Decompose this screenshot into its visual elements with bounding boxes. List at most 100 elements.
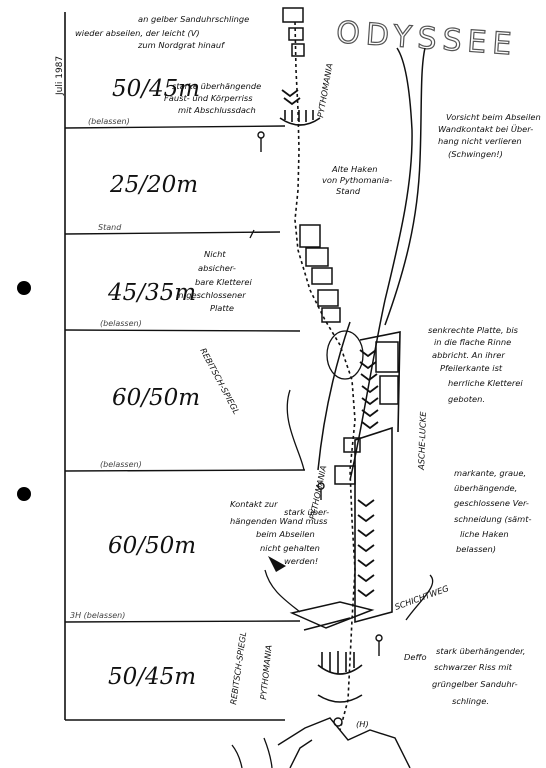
belay-label: (belassen) bbox=[100, 460, 142, 469]
gully-edge bbox=[384, 47, 413, 301]
anchor-icon bbox=[375, 634, 383, 642]
chevron-icon bbox=[361, 421, 379, 430]
anchor-icon bbox=[257, 131, 265, 139]
chevron-icon bbox=[357, 544, 375, 553]
note-line: überhängende, bbox=[454, 483, 517, 493]
note-line: stark überhängender, bbox=[436, 646, 525, 656]
chevron-icon bbox=[357, 529, 375, 538]
crack-features-note: markante, graue, überhängende, geschloss… bbox=[454, 468, 531, 554]
overhang-icon bbox=[317, 694, 363, 703]
note-line: Wandkontakt bei Über- bbox=[438, 124, 533, 134]
note-line: schlinge. bbox=[452, 696, 489, 706]
chevron-icon bbox=[360, 373, 378, 382]
note-line: (Schwingen!) bbox=[448, 149, 503, 159]
note-line: Stand bbox=[336, 186, 361, 196]
chevron-icon bbox=[357, 499, 375, 508]
ridge-line bbox=[317, 321, 351, 471]
old-pegs-note: Alte Haken von Pythomania- Stand bbox=[322, 164, 392, 196]
binder-hole-bottom bbox=[17, 487, 31, 501]
note-line: hängenden Wand muss bbox=[230, 516, 328, 526]
note-line: beim Abseilen bbox=[256, 529, 315, 539]
note-line: in geschlossener bbox=[176, 290, 246, 300]
pitch-grade: 25/20m bbox=[109, 172, 198, 198]
note-line: markante, graue, bbox=[454, 468, 526, 478]
arrowhead-icon bbox=[268, 556, 286, 572]
topo-date: Juli 1987 bbox=[55, 56, 65, 96]
chevron-icon bbox=[281, 89, 299, 98]
overhang-icon bbox=[321, 651, 355, 673]
route-label-schichtweg: SCHICHTWEG bbox=[393, 583, 450, 612]
pitch-grade: 45/35m bbox=[107, 280, 196, 306]
note-line: bare Kletterei bbox=[195, 277, 252, 287]
overhang-icon bbox=[279, 117, 321, 126]
route-label-pythomania: PYTHOMANIA bbox=[315, 62, 334, 118]
not-protectable-note: Nicht absicher- bare Kletterei in geschl… bbox=[176, 249, 252, 313]
approach-arrows bbox=[231, 229, 434, 768]
vertical-slab-note: senkrechte Platte, bis in die flache Rin… bbox=[428, 325, 523, 404]
note-line: geschlossene Ver- bbox=[454, 498, 529, 508]
note-line: liche Haken bbox=[460, 529, 509, 539]
divider-line bbox=[64, 620, 301, 623]
base-edge bbox=[277, 717, 411, 768]
note-line: starke überhängende bbox=[172, 81, 261, 91]
chevron-icon bbox=[361, 397, 379, 406]
route-label-pythomania: PYTHOMANIA bbox=[258, 644, 274, 700]
rappel-anchors bbox=[257, 131, 383, 656]
block bbox=[291, 43, 305, 57]
arrow-line bbox=[231, 744, 243, 768]
chevron-icon bbox=[361, 409, 379, 418]
block bbox=[288, 27, 304, 41]
ledge-edge bbox=[303, 617, 351, 631]
pitch-grade: 50/45m bbox=[112, 76, 200, 102]
pillar-edge bbox=[359, 331, 401, 433]
belay-label: (belassen) bbox=[88, 117, 130, 126]
note-line: mit Abschlussdach bbox=[178, 105, 256, 115]
divider-line bbox=[64, 125, 286, 129]
note-line: geboten. bbox=[448, 394, 485, 404]
note-line: Pfeilerkante ist bbox=[440, 363, 503, 373]
block bbox=[375, 341, 399, 373]
note-line: schneidung (sämt- bbox=[454, 514, 531, 524]
note-line: senkrechte Platte, bis bbox=[428, 325, 519, 335]
note-line: herrliche Kletterei bbox=[448, 378, 523, 388]
note-line: Platte bbox=[210, 303, 234, 313]
pitch-grade: 60/50m bbox=[108, 533, 196, 559]
divider-line bbox=[64, 231, 281, 235]
pitch-dividers bbox=[64, 125, 306, 721]
ledge bbox=[289, 601, 375, 631]
note-line: grüngelber Sanduhr- bbox=[432, 679, 518, 689]
top-note: an gelber Sanduhrschlinge wieder abseile… bbox=[75, 14, 249, 50]
note-line: belassen) bbox=[456, 544, 496, 554]
gully-lines bbox=[317, 47, 426, 481]
arrow-line bbox=[249, 229, 255, 239]
chevron-hatching bbox=[281, 89, 379, 598]
block bbox=[299, 224, 321, 248]
note-line: stark über- bbox=[284, 507, 329, 517]
block bbox=[311, 267, 333, 285]
block bbox=[321, 307, 341, 323]
note-line: Faust- und Körperriss bbox=[164, 93, 253, 103]
route-path bbox=[294, 21, 356, 731]
chevron-icon bbox=[357, 589, 375, 598]
overhang-fans bbox=[279, 110, 363, 703]
belay-label: Stand bbox=[98, 223, 122, 232]
route-label-deffo: Deffo bbox=[404, 652, 427, 662]
arrow-line bbox=[405, 574, 434, 621]
note-line: von Pythomania- bbox=[322, 175, 392, 185]
crack-pillar bbox=[354, 331, 401, 624]
note-line: Kontakt zur bbox=[230, 499, 278, 509]
route-label-asche-lucke: ASCHE-LUCKE bbox=[416, 411, 428, 471]
overhang-icon bbox=[317, 664, 363, 675]
route-label-piton: (H) bbox=[356, 719, 369, 729]
note-line: hang nicht verlieren bbox=[438, 136, 522, 146]
overhang-note: starke überhängende Faust- und Körperris… bbox=[164, 81, 261, 115]
note-line: in die flache Rinne bbox=[434, 337, 511, 347]
note-line: an gelber Sanduhrschlinge bbox=[138, 14, 249, 24]
binder-hole-top bbox=[17, 281, 31, 295]
note-line: absicher- bbox=[198, 263, 236, 273]
note-line: Alte Haken bbox=[331, 164, 377, 174]
note-line: wieder abseilen, der leicht (V) bbox=[75, 28, 200, 38]
chevron-icon bbox=[357, 574, 375, 583]
bottom-crack-note: stark überhängender, schwarzer Riss mit … bbox=[432, 646, 525, 706]
